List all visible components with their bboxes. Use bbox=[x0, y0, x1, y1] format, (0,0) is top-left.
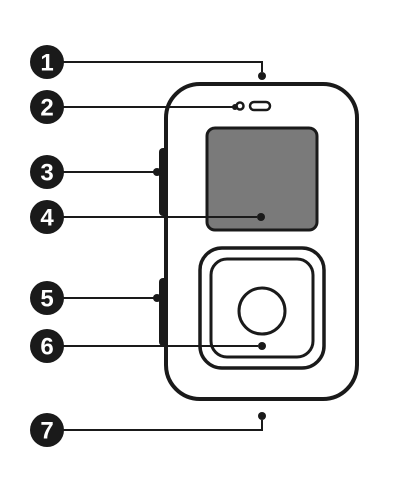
endpoint-dot-5 bbox=[153, 294, 161, 302]
callout-badge bbox=[30, 329, 64, 363]
callout-number: 7 bbox=[40, 418, 53, 445]
leader-line-7 bbox=[63, 420, 263, 431]
endpoint-dot-7 bbox=[258, 412, 266, 420]
shutter-button bbox=[237, 286, 287, 336]
callout-3: 3 bbox=[30, 155, 64, 189]
callout-badge bbox=[30, 155, 64, 189]
endpoint-dot-4 bbox=[257, 213, 265, 221]
callout-number: 4 bbox=[40, 205, 54, 232]
endpoint-dot-2 bbox=[232, 104, 238, 110]
callout-badge bbox=[30, 200, 64, 234]
callout-number: 6 bbox=[40, 334, 53, 361]
endpoint-dot-3 bbox=[153, 168, 161, 176]
callout-badge bbox=[30, 413, 64, 447]
remote-device bbox=[159, 82, 359, 401]
callout-number: 1 bbox=[40, 50, 53, 77]
callout-badge bbox=[30, 45, 64, 79]
callout-number: 3 bbox=[40, 160, 53, 187]
callout-number: 2 bbox=[40, 95, 53, 122]
leader-endpoints bbox=[153, 72, 266, 420]
callout-1: 1 bbox=[30, 45, 64, 79]
leader-lines bbox=[63, 61, 263, 431]
callout-4: 4 bbox=[30, 200, 64, 234]
device-screen bbox=[205, 126, 319, 232]
leader-line-1 bbox=[63, 61, 263, 72]
callout-2: 2 bbox=[30, 90, 64, 124]
callout-6: 6 bbox=[30, 329, 64, 363]
callout-number: 5 bbox=[40, 286, 53, 313]
callout-badge bbox=[30, 90, 64, 124]
callout-badges: 1 2 3 4 5 6 7 bbox=[30, 45, 64, 447]
callout-badge bbox=[30, 281, 64, 315]
endpoint-dot-1 bbox=[258, 72, 266, 80]
endpoint-dot-6 bbox=[258, 342, 266, 350]
callout-5: 5 bbox=[30, 281, 64, 315]
speaker-slot bbox=[248, 100, 272, 112]
callout-7: 7 bbox=[30, 413, 64, 447]
